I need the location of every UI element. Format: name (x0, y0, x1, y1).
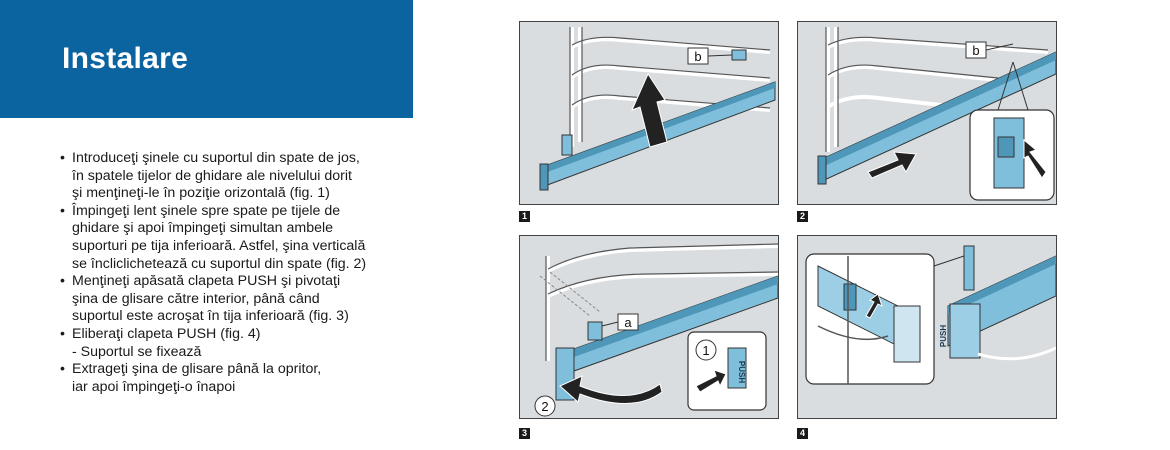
figure-2-illustration: b (797, 21, 1057, 205)
rear-bracket (963, 245, 975, 291)
page-title: Instalare (62, 42, 189, 75)
header-band: Instalare (0, 0, 413, 118)
rear-bracket (561, 134, 573, 156)
figure-2-drawing: b (798, 22, 1056, 204)
push-arrow-icon (1023, 138, 1047, 179)
step-line: şi menţineţi-le în poziţie orizontală (f… (72, 185, 330, 202)
rear-bracket-b (731, 49, 747, 61)
up-arrow-icon (631, 72, 668, 148)
figure-number-4: 4 (797, 428, 808, 439)
callout-a-label: a (624, 315, 632, 330)
figure-4-illustration: PUSH (797, 235, 1057, 419)
guide-rods-outline (569, 27, 771, 147)
right-arrow-icon (867, 151, 917, 179)
rail-top (820, 52, 1056, 168)
figure-4-drawing: PUSH (798, 236, 1056, 418)
callout-b-leader (985, 43, 1014, 51)
rear-bracket-a (587, 321, 603, 341)
guide-rods (826, 27, 1049, 152)
instruction-step: Menţineţi apăsată clapeta PUSH şi pivota… (60, 273, 420, 326)
step-line: suportul este acroşat în tija inferioară… (72, 308, 349, 325)
step-line: ghidare şi apoi împingeţi simultan ambel… (72, 220, 334, 237)
instruction-step: Împingeţi lent şinele spre spate pe tije… (60, 203, 420, 273)
figure-1-illustration: b (519, 21, 779, 205)
step-line: Extrageţi şina de glisare până la oprito… (72, 361, 322, 378)
detail-clip (997, 136, 1015, 158)
step-line: Eliberaţi clapeta PUSH (fig. 4) (72, 325, 261, 342)
guide-rods (546, 244, 778, 361)
instruction-substep: - Suportul se fixează (72, 343, 202, 360)
step-circle-1 (695, 339, 717, 361)
ghost-rail-dashed (539, 271, 601, 317)
rail-front-stop (539, 163, 549, 191)
step-circle-2 (534, 395, 556, 417)
push-tab (727, 347, 747, 389)
figure-number-1: 1 (519, 211, 530, 222)
rail-front-stop (817, 155, 827, 185)
detail-bracket (893, 305, 921, 363)
detail-clip (843, 283, 857, 311)
instruction-step: Eliberaţi clapeta PUSH (fig. 4) (60, 326, 420, 344)
rail-top (560, 276, 778, 362)
bottom-rod (977, 346, 1056, 361)
step-line: în spatele tijelor de ghidare ale nivelu… (72, 167, 352, 184)
figure-number-2: 2 (797, 211, 808, 222)
press-arrow-icon (695, 369, 727, 393)
step-line: se încliclichetează cu suportul din spat… (72, 255, 367, 272)
figure-3-illustration: a 2 PUSH 1 (519, 235, 779, 419)
callout-b-label: b (972, 43, 979, 58)
rail-front-bracket (949, 303, 981, 359)
push-tab-label: PUSH (939, 325, 948, 347)
step-line: Împingeţi lent şinele spre spate pe tije… (72, 202, 341, 219)
step-line: şina de glisare către interior, până cân… (72, 290, 320, 307)
guide-rods-outline (825, 27, 1049, 152)
detail-rods (817, 256, 889, 384)
callout-a-leader (601, 321, 619, 327)
callout-b-label: b (694, 49, 701, 64)
zoom-leader (997, 61, 1029, 111)
callout-b-leader (707, 54, 733, 57)
guide-rods (570, 27, 771, 147)
step-line: Introduceţi şinele cu suportul din spate… (72, 150, 360, 166)
guide-rods-outline (545, 243, 778, 361)
instruction-step: Introduceţi şinele cu suportul din spate… (60, 150, 420, 203)
step-line: suporturi pe tija inferioară. Astfel, şi… (72, 237, 366, 254)
release-arrow-icon (865, 293, 883, 319)
instructions-list: Introduceţi şinele cu suportul din spate… (60, 150, 420, 396)
instruction-step: Extrageţi şina de glisare până la oprito… (60, 361, 420, 396)
zoom-leader (933, 255, 965, 267)
rotate-arrow-icon (559, 375, 663, 404)
figure-number-3: 3 (519, 428, 530, 439)
step-circle-1-label: 1 (702, 343, 709, 358)
figure-3-drawing: a 2 PUSH 1 (520, 236, 778, 418)
step-circle-2-label: 2 (541, 399, 548, 414)
rail-top (948, 256, 1056, 314)
step-line: iar apoi împingeţi-o înapoi (72, 378, 236, 395)
figure-1-drawing: b (520, 22, 778, 204)
push-tab-label: PUSH (737, 361, 746, 383)
step-line: Menţineţi apăsată clapeta PUSH şi pivota… (72, 273, 341, 290)
